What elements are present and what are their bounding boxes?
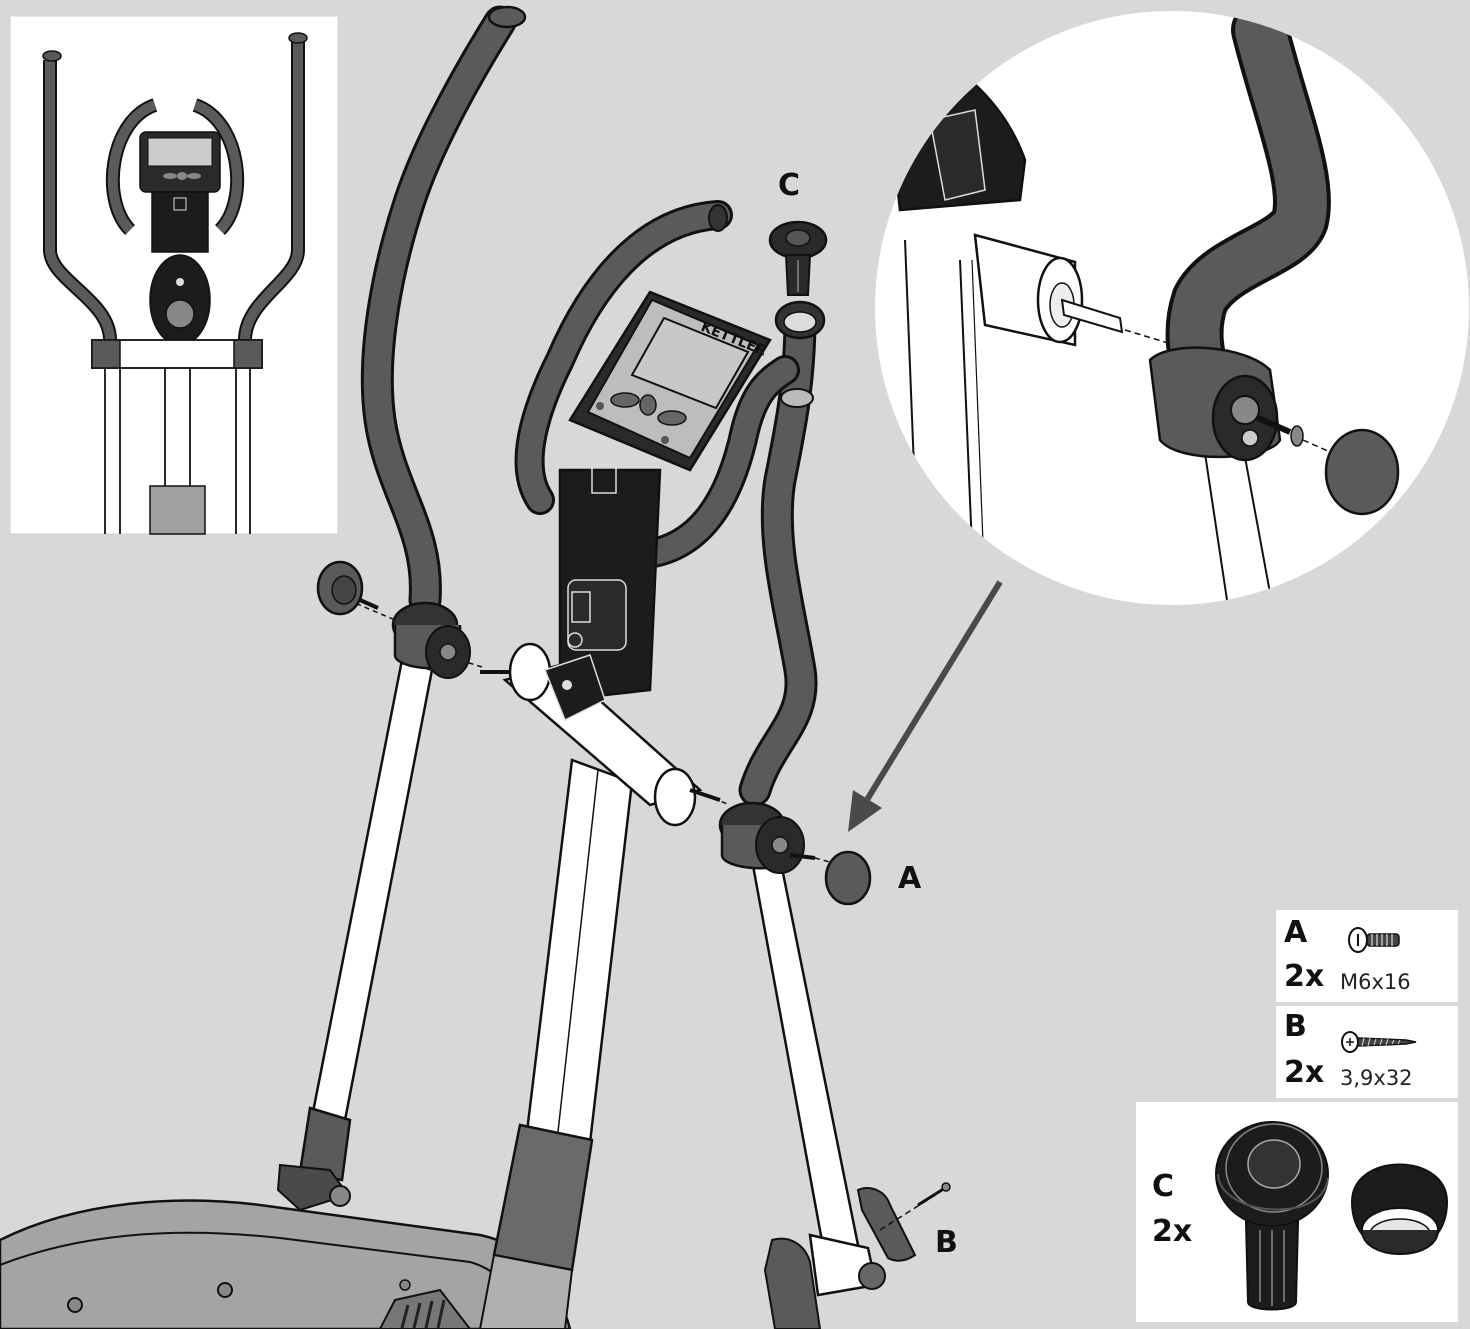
part-b-qty: 2x [1284,1055,1325,1090]
part-b-box: B 2x 3,9x32 [1276,1006,1458,1098]
left-pivot-hub [316,560,471,679]
part-a-box: A 2x M6x16 [1276,910,1458,1002]
fixed-grip-bars [514,200,800,570]
end-cap-parts [768,220,828,340]
bolt-icon [1348,927,1400,953]
label-part-c: C [778,168,800,203]
left-handlebar [360,5,527,617]
overview-thumbnail [9,15,339,535]
screw-icon [1341,1031,1417,1053]
part-b-letter: B [1284,1009,1307,1044]
left-lower-arm [276,658,434,1212]
label-part-a: A [898,861,922,896]
part-a-qty: 2x [1284,959,1325,994]
part-a-letter: A [1284,915,1308,950]
part-a-size: M6x16 [1340,970,1411,994]
part-b-size: 3,9x32 [1340,1066,1413,1090]
detail-arrow [848,580,1003,832]
part-c-qty: 2x [1152,1214,1193,1249]
part-c-box: C 2x [1136,1102,1458,1322]
part-c-letter: C [1152,1169,1175,1204]
console-neck [544,464,662,722]
bracket-b [763,1182,951,1329]
main-shaft [459,642,731,827]
right-pivot-hub [718,801,872,906]
center-upright [478,758,634,1329]
end-cap-icon [1215,1121,1449,1311]
detail-magnifier [873,9,1470,607]
right-lower-arm [750,858,886,1297]
label-part-b: B [935,1225,958,1260]
console: KETTLER [568,290,772,472]
right-handlebar [738,303,818,807]
